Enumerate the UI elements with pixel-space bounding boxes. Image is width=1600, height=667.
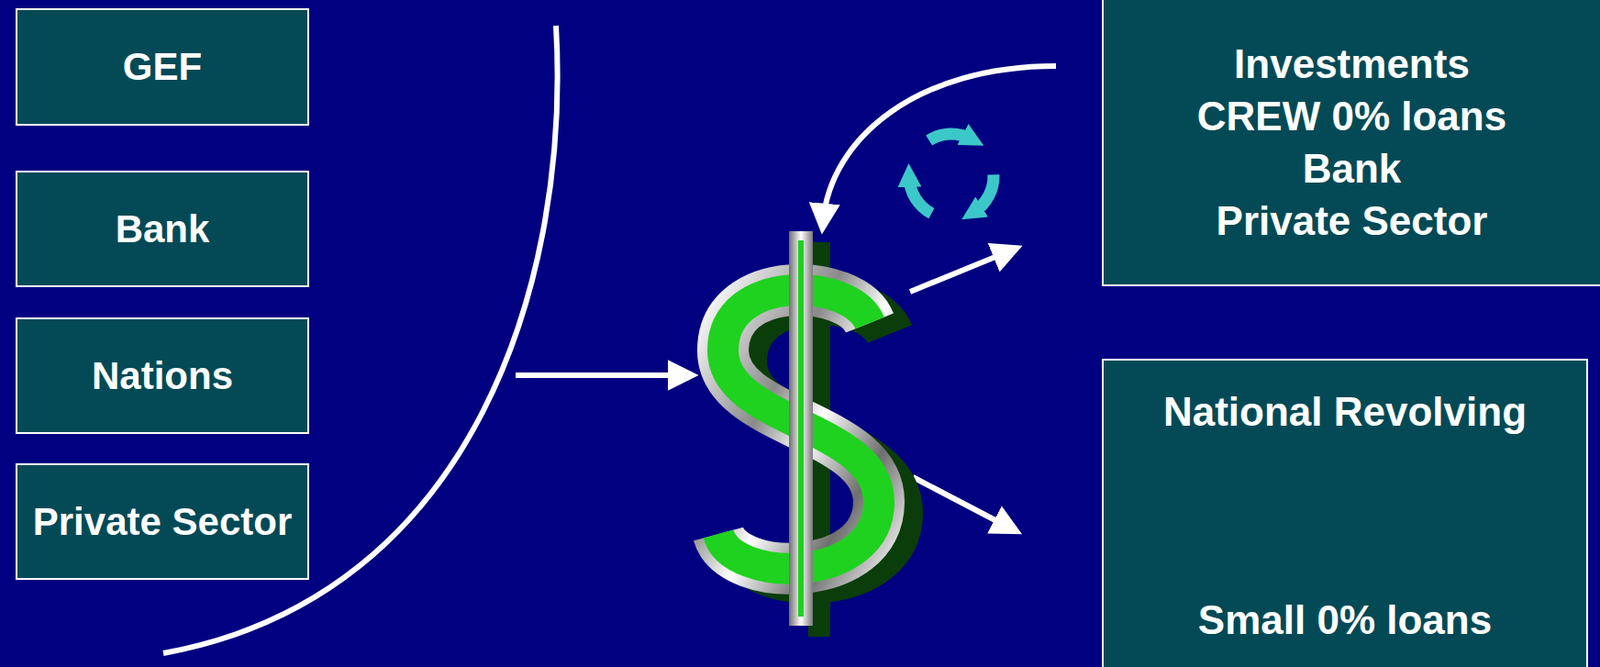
flow-arrow bbox=[910, 250, 1012, 292]
node-label: Nations bbox=[91, 353, 234, 400]
cycle-arrow bbox=[909, 177, 932, 214]
cycle-icon bbox=[909, 133, 994, 214]
node-label: Small 0% loans bbox=[1198, 596, 1492, 645]
flow-arrow bbox=[912, 477, 1012, 529]
dollar-symbol bbox=[718, 231, 900, 637]
dollar-bar bbox=[788, 231, 813, 626]
node-label: CREW 0% loans bbox=[1197, 89, 1507, 143]
node-label: Bank bbox=[115, 206, 211, 253]
funding-source-box: GEF bbox=[15, 8, 310, 126]
node-label: Bank bbox=[1302, 142, 1402, 195]
funding-source-box: Private Sector bbox=[15, 463, 310, 580]
cycle-arrow bbox=[973, 174, 994, 212]
node-label: Private Sector bbox=[1216, 194, 1489, 247]
node-label: National Revolving bbox=[1163, 388, 1527, 436]
funding-source-box: Bank bbox=[15, 170, 310, 288]
dollar-bar-stripe bbox=[798, 240, 804, 617]
funding-source-box: Nations bbox=[15, 317, 310, 434]
revolving-fund-box: National RevolvingSmall 0% loans bbox=[1101, 358, 1589, 667]
node-label: GEF bbox=[122, 44, 202, 90]
investment-box: InvestmentsCREW 0% loansBankPrivate Sect… bbox=[1101, 0, 1600, 287]
node-label: Private Sector bbox=[33, 499, 292, 545]
flow-arrow bbox=[515, 372, 687, 378]
cycle-arrow bbox=[929, 133, 972, 141]
node-label: Investments bbox=[1233, 37, 1470, 90]
return-arrow bbox=[822, 66, 1056, 223]
